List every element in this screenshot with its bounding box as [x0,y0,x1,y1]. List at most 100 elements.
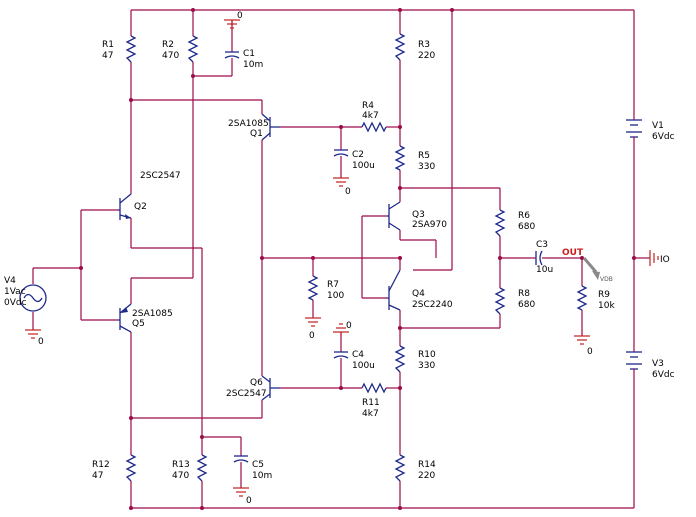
part: 2SC2547 [226,389,267,399]
resistor-R2: R2 470 [162,35,199,63]
wires [32,9,650,509]
resistor-R3: R3 220 [394,33,435,61]
value: 470 [162,51,179,61]
label: R4 [362,101,374,111]
value: 100 [327,291,344,301]
resistor-R1: R1 47 [102,35,137,63]
transistor-Q6: Q6 2SC2547 [226,375,280,401]
ground-label: 0 [345,187,351,197]
junctions [79,8,636,510]
part: 2SC2547 [140,171,181,181]
label: Q3 [412,210,425,220]
vdb-label: VDB [600,276,613,283]
label: R9 [598,290,610,300]
ground-c2: 0 [333,177,351,197]
ground-v4: 0 [25,329,44,347]
value: 10m [243,60,263,70]
ac-value: 1Vac [4,287,26,297]
ground-rail: IO [649,250,670,266]
value: 470 [172,471,189,481]
source-V3: V3 6Vdc [626,340,675,380]
resistor-R9: R9 10k [576,285,615,311]
value: 4k7 [362,111,379,121]
transistor-Q4: Q4 2SC2240 [387,269,453,311]
ground-label: 0 [587,347,593,357]
resistor-R7: R7 100 [307,275,344,301]
value: 330 [418,162,435,172]
value: 100u [352,161,375,171]
value: 10k [598,301,615,311]
net-out: OUT [562,248,584,258]
value: 10u [536,265,553,275]
part: 2SA1085 [228,119,269,129]
label: R10 [418,350,436,360]
label: C4 [352,350,364,360]
label: C1 [243,49,255,59]
resistor-R10: R10 330 [394,345,436,373]
resistor-R5: R5 330 [394,145,435,172]
ground-c1: 0 [224,11,243,29]
label: Q1 [250,129,263,139]
label: R12 [92,460,110,470]
ground-label: 0 [237,11,243,21]
value: 47 [102,51,113,61]
label: Q6 [250,378,263,388]
capacitor-C3: C3 10u [530,240,553,275]
capacitor-C2: C2 100u [333,149,375,171]
value: 220 [418,51,435,61]
label: R3 [418,40,430,50]
source-V1: V1 6Vdc [626,110,675,148]
value: 6Vdc [652,370,675,380]
label: R11 [362,398,380,408]
value: 4k7 [362,409,379,419]
io-label: IO [660,255,670,265]
value: 680 [518,300,535,310]
value: 10m [252,471,272,481]
ground-symbols: 0 0 0 0 0 [25,11,670,506]
ground-label: 0 [246,496,252,506]
label: R1 [102,40,114,50]
value: 100u [352,361,375,371]
resistor-R6: R6 680 [494,209,535,237]
capacitor-C4: C4 100u [333,350,375,371]
resistor-R4: R4 4k7 [361,101,387,133]
label: C5 [252,460,264,470]
value: 6Vdc [652,132,675,142]
label: V4 [4,276,16,286]
transistor-Q1: 2SA1085 Q1 [228,113,280,141]
transistor-Q3: Q3 2SA970 [387,201,447,231]
resistor-R11: R11 4k7 [361,382,387,419]
resistor-R14: R14 220 [394,454,436,482]
label: R8 [518,289,530,299]
capacitor-C5: C5 10m [233,455,272,481]
label: R14 [418,460,436,470]
ground-c4: 0 [333,321,352,336]
source-V4: V4 1Vac 0Vdc [4,276,47,312]
label: R2 [162,40,174,50]
label: R5 [418,151,430,161]
label: Q4 [412,289,425,299]
dc-value: 0Vdc [4,298,27,308]
transistor-Q5: 2SA1085 Q5 [118,303,173,333]
label: R7 [327,280,339,290]
resistor-R12: R12 47 [92,454,137,482]
label: V3 [652,359,664,369]
label: Q2 [134,202,147,212]
label: V1 [652,121,664,131]
resistor-R8: R8 680 [494,287,535,315]
label: Q5 [132,319,145,329]
part: 2SA970 [412,220,447,230]
ground-label: 0 [38,337,44,347]
ground-label: 0 [309,331,315,341]
ground-label: 0 [346,321,352,331]
ground-r9: 0 [574,335,593,357]
label: C2 [352,150,364,160]
out-label: OUT [562,248,584,258]
label: R13 [172,460,190,470]
vdb-marker[interactable]: VDB [582,257,613,283]
capacitor-C1: C1 10m [224,49,263,70]
part: 2SA1085 [132,309,173,319]
ground-c5: 0 [233,487,252,506]
